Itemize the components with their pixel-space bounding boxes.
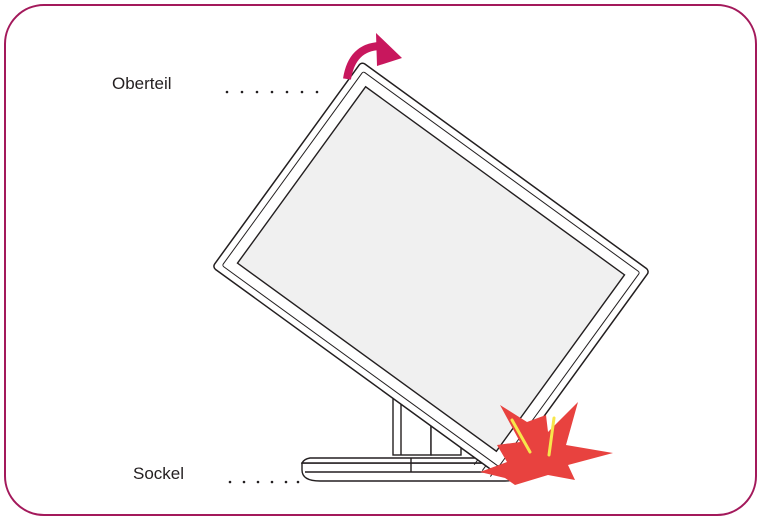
illustration-frame xyxy=(4,4,757,516)
impact-burst xyxy=(480,402,613,485)
leader-dots-top xyxy=(225,90,319,94)
monitor-panel xyxy=(213,62,649,477)
impact-mark xyxy=(510,418,532,454)
label-oberteil: Oberteil xyxy=(112,74,172,93)
label-sockel: Sockel xyxy=(133,464,185,483)
monitor-bezel-inner xyxy=(222,71,640,467)
impact-mark xyxy=(547,416,556,457)
leader-dots-bottom xyxy=(228,480,300,484)
rotation-arrow-icon xyxy=(343,33,402,80)
monitor-screen xyxy=(236,85,626,453)
